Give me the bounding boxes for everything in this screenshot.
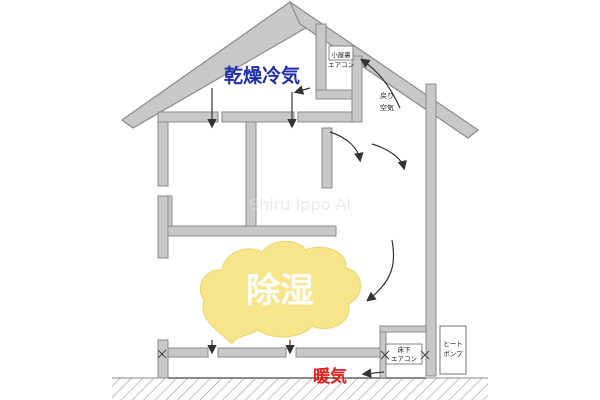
second-floor-slab bbox=[167, 225, 337, 237]
partition-right-small bbox=[321, 127, 333, 189]
airflow-arrow-icon bbox=[293, 85, 311, 95]
attic-ac-unit-icon bbox=[328, 45, 354, 61]
return-air-label-1: 戻り bbox=[380, 91, 394, 100]
airflow-arrows bbox=[207, 58, 407, 379]
first-floor-slab-mid bbox=[217, 347, 287, 358]
heat-pump-label-2: ポンプ bbox=[443, 350, 463, 358]
underfloor-ac-label-1: 床下 bbox=[398, 345, 412, 354]
partition-upper-mid bbox=[245, 121, 257, 235]
dehumidify-label: 除湿 bbox=[246, 271, 314, 311]
left-wall-lower bbox=[157, 195, 169, 259]
heat-pump-unit-icon bbox=[439, 325, 467, 375]
attic-ac-shaft-left bbox=[315, 23, 327, 95]
attic-floor-left bbox=[157, 111, 219, 123]
right-wall bbox=[425, 83, 437, 377]
airflow-arrow-icon bbox=[361, 368, 385, 379]
heating-label: 暖気 bbox=[313, 366, 347, 387]
left-wall-bottom bbox=[157, 339, 169, 379]
attic-floor-mid bbox=[221, 111, 295, 123]
partition-second-left bbox=[167, 195, 173, 227]
attic-ac-shaft-right bbox=[351, 55, 363, 123]
attic-floor-right bbox=[297, 111, 359, 123]
attic-ac-label-1: 小屋裏 bbox=[331, 50, 351, 59]
underfloor-ac-cabinet-left bbox=[379, 325, 387, 379]
airflow-arrow-icon bbox=[329, 131, 364, 163]
watermark: Shiru Ippo AI bbox=[249, 195, 351, 214]
attic-ac-label-2: エアコン bbox=[328, 61, 354, 69]
underfloor-ac-cabinet-top bbox=[379, 325, 427, 333]
airflow-arrow-icon bbox=[360, 58, 401, 109]
vent-markers bbox=[157, 349, 430, 360]
first-floor-slab-right bbox=[295, 347, 381, 358]
ground bbox=[112, 378, 488, 400]
airflow-arrow-icon bbox=[366, 239, 395, 302]
left-wall-upper bbox=[157, 111, 169, 187]
dry-cool-label: 乾燥冷気 bbox=[224, 64, 300, 87]
underfloor-ac-label-2: エアコン bbox=[391, 355, 417, 363]
first-floor-slab-left bbox=[167, 347, 209, 358]
airflow-arrow-icon bbox=[371, 143, 407, 171]
return-air-label-2: 空気 bbox=[380, 103, 394, 112]
dehumidify-cloud-icon bbox=[199, 240, 361, 345]
heat-pump-label-1: ヒート bbox=[443, 340, 463, 348]
